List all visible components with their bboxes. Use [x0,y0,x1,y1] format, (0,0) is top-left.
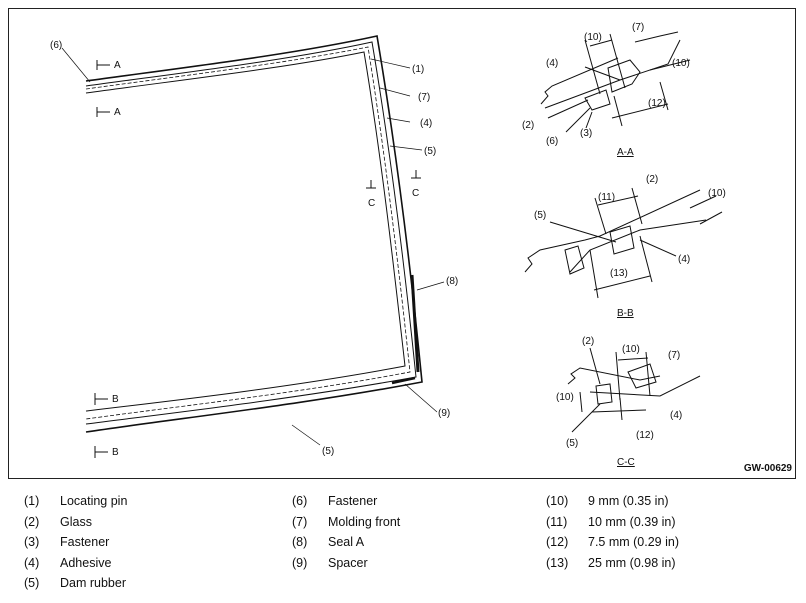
bb-callout-4: (4) [678,254,690,265]
legend-item: (9)Spacer [292,555,368,570]
cc-callout-4: (4) [670,410,682,421]
marker-b-bottom: B [112,447,119,458]
figure-code: GW-00629 [743,463,792,474]
windshield-glass [85,35,423,433]
marker-c-left: C [368,198,375,209]
legend-column-2: (6)Fastener (7)Molding front (8)Seal A (… [292,494,400,576]
aa-callout-7: (7) [632,22,644,33]
callout-1: (1) [412,64,424,75]
section-marker-b [94,393,108,458]
callout-5: (5) [322,446,334,457]
callout-7: (7) [418,92,430,103]
cc-callout-12: (12) [636,430,654,441]
legend-item: (5)Dam rubber [24,576,126,591]
legend-column-1: (1)Locating pin (2)Glass (3)Fastener (4)… [24,494,127,597]
bb-callout-5: (5) [534,210,546,221]
legend-item: (10)9 mm (0.35 in) [546,494,669,508]
section-title-cc: C-C [617,457,635,468]
aa-callout-4: (4) [546,58,558,69]
windshield-diagram: (6) (1) (7) (4) (5) (8) (9) (5) A A B B … [50,22,726,468]
legend-item: (3)Fastener [24,535,110,550]
callout-4: (4) [420,118,432,129]
legend-item: (12)7.5 mm (0.29 in) [546,535,680,550]
cc-callout-10b: (10) [556,392,574,403]
marker-a-bottom: A [114,107,121,118]
section-title-bb: B-B [617,308,634,319]
section-title-aa: A-A [617,147,634,158]
marker-c-right: C [412,188,419,199]
seal-a-strip [410,274,420,373]
aa-callout-12: (12) [648,98,666,109]
bb-callout-2: (2) [646,174,658,185]
cc-callout-2: (2) [582,336,594,347]
aa-callout-2: (2) [522,120,534,131]
legend-item: (6)Fastener [292,494,378,508]
legend-item: (4)Adhesive [24,555,112,570]
legend-column-3: (10)9 mm (0.35 in) (11)10 mm (0.39 in) (… [546,494,679,576]
section-bb-detail [524,187,723,299]
section-marker-c [366,170,421,189]
callout-5: (5) [424,146,436,157]
legend-item: (8)Seal A [292,535,365,550]
aa-callout-10b: (10) [672,58,690,69]
callout-6: (6) [50,40,62,51]
legend-item: (1)Locating pin [24,494,128,508]
aa-callout-6: (6) [546,136,558,147]
spacer [391,376,416,385]
bb-callout-13: (13) [610,268,628,279]
legend-item: (2)Glass [24,514,92,529]
bb-callout-11: (11) [598,192,615,203]
section-marker-a [96,60,110,117]
aa-callout-10: (10) [584,32,602,43]
cc-callout-7: (7) [668,350,680,361]
section-cc-detail [567,347,701,433]
marker-b-top: B [112,394,119,405]
section-aa-detail [540,31,691,133]
legend-item: (13)25 mm (0.98 in) [546,555,676,570]
bb-callout-10: (10) [708,188,726,199]
marker-a-top: A [114,60,121,71]
callout-8: (8) [446,276,458,287]
leader-lines [61,47,445,446]
legend-item: (7)Molding front [292,514,401,529]
cc-callout-5: (5) [566,438,578,449]
cc-callout-10: (10) [622,344,640,355]
callout-9: (9) [438,408,450,419]
legend-item: (11)10 mm (0.39 in) [546,514,676,529]
figure-frame [8,8,796,479]
aa-callout-3: (3) [580,128,592,139]
